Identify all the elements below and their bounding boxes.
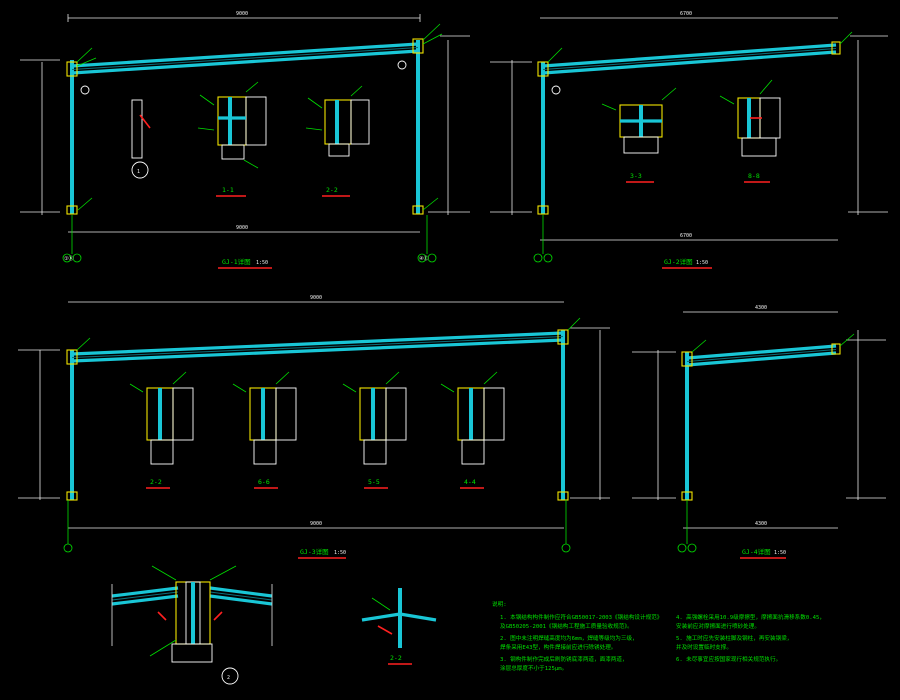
frame-gj3: 9000 9000 2-2 6-6 5-5 [18,295,610,559]
gj3-title: GJ-3详图 [300,547,329,556]
notes-heading: 说明: [492,600,507,608]
notes-right-2: 安装前应对摩擦面进行喷砂处理。 [676,622,760,630]
node2-bubble-number: 2 [227,675,230,681]
gj1-scale: 1:50 [256,260,268,266]
gj4-rafter [686,344,837,360]
gj4-title: GJ-4详图 [742,547,771,556]
gj2-title: GJ-2详图 [664,257,693,266]
gj3-section-b: 6-6 [232,371,297,489]
notes-right-5: 6. 未尽事宜应按国家现行相关规范执行。 [676,655,781,663]
notes-left-3: 2. 图中未注明焊缝高度均为6mm，焊缝等级均为三级， [500,634,638,642]
gj2-section-3-3-label: 3-3 [630,172,642,180]
gj3-section-b-label: 6-6 [258,478,270,486]
gj1-section-1-1-label: 1-1 [222,186,234,194]
gj2-section-8-8: 8-8 [719,79,781,183]
gj3-section-a-label: 2-2 [150,478,162,486]
gj4-span-top: 4300 [755,305,767,311]
gj3-scale: 1:50 [334,550,346,556]
gj1-title: GJ-1详图 [222,257,251,266]
gj1-grid-right: ④Ⓒ [419,255,428,262]
gj2-scale: 1:50 [696,260,708,266]
gj3-section-a: 2-2 [129,371,194,489]
gj1-section-1-1: 1-1 [197,81,267,197]
gj1-detail-bubble [131,161,149,179]
gj3-span-bottom: 9000 [310,521,322,527]
notes-right-3: 5. 施工时应先安装柱脚及钢柱，再安装钢梁， [676,634,792,642]
gj2-rafter [542,43,837,68]
general-notes: 说明: 1. 本钢结构构件制作应符合GB50017-2003《钢结构设计规范》 … [492,600,825,672]
gj4-span-bottom: 4300 [755,521,767,527]
gj2-section-3-3: 3-3 [601,87,677,183]
gj2-span-top: 6700 [680,11,692,17]
frame-gj2: 6700 6700 3-3 8-8 GJ-2详图 1:50 [490,11,888,269]
gj1-span-top: 9000 [236,11,248,17]
notes-right-1: 4. 高强螺栓采用10.9级摩擦型，摩擦面抗滑移系数0.45， [676,613,825,621]
notes-left-6: 涂层总厚度不小于125μm。 [500,664,567,672]
gj3-section-c-label: 5-5 [368,478,380,486]
gj1-section-2-2: 2-2 [305,85,370,197]
notes-left-2: 及GB50205-2001《钢结构工程施工质量验收规范》。 [500,622,633,630]
gj3-span-top: 9000 [310,295,322,301]
gj3-section-d: 4-4 [440,371,505,489]
gj1-section-2-2-label: 2-2 [326,186,338,194]
notes-left-1: 1. 本钢结构构件制作应符合GB50017-2003《钢结构设计规范》 [500,613,662,621]
gj1-rafter [71,42,419,68]
gj4-scale: 1:50 [774,550,786,556]
gj3-section-d-label: 4-4 [464,478,476,486]
detail-small-section: 2-2 [361,588,437,665]
notes-left-4: 焊条采用E43型，构件焊接前应进行除锈处理。 [500,643,616,651]
small-section-label: 2-2 [390,654,402,662]
frame-gj1: ①Ⓚ ④Ⓒ 9000 9000 1 1-1 [20,11,470,269]
frame-gj4: 4300 4300 GJ-4详图 1:50 [632,305,886,559]
detail-node-2: 2 [111,565,273,685]
gj2-section-8-8-label: 8-8 [748,172,760,180]
notes-right-4: 并及时设置临时支撑。 [676,643,732,651]
gj3-rafter [71,331,564,356]
gj1-grid-left: ①Ⓚ [64,255,73,262]
notes-left-5: 3. 钢构件制作完成后刷防锈底漆两道，面漆两道， [500,655,628,663]
gj1-detail-number: 1 [137,169,140,175]
gj1-span-bottom: 9000 [236,225,248,231]
gj2-span-bottom: 6700 [680,233,692,239]
gj3-section-c: 5-5 [342,371,407,489]
